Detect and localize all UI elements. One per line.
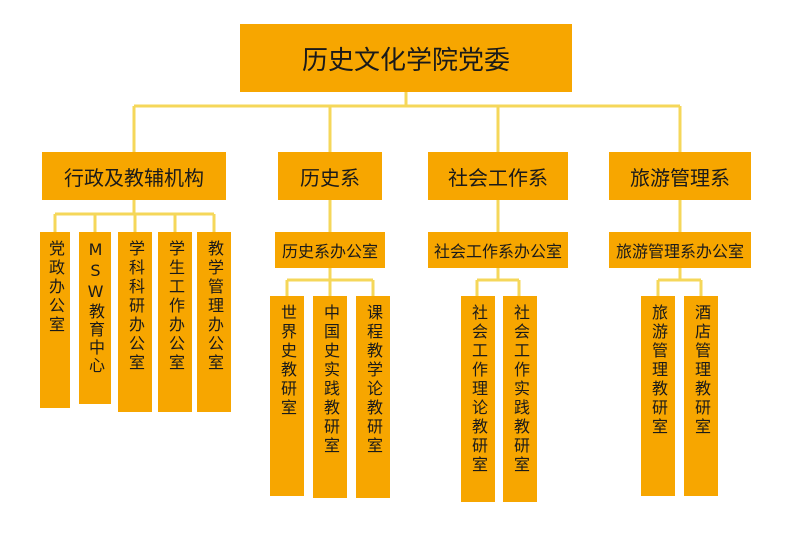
dept-admin: 行政及教辅机构 <box>42 152 226 200</box>
dept-history: 历史系 <box>278 152 382 200</box>
dept-tourism: 旅游管理系 <box>609 152 751 200</box>
leaf-tourism-mgmt: 旅游管理教研室 <box>641 296 675 496</box>
leaf-sw-practice: 社会工作实践教研室 <box>503 296 537 502</box>
leaf-sw-theory: 社会工作理论教研室 <box>461 296 495 502</box>
leaf-party-office: 党政办公室 <box>40 232 70 408</box>
leaf-teaching-office: 教学管理办公室 <box>197 232 231 412</box>
office-tourism: 旅游管理系办公室 <box>609 232 751 268</box>
leaf-chinese-history: 中国史实践教研室 <box>313 296 347 498</box>
root-node: 历史文化学院党委 <box>240 24 572 92</box>
leaf-hotel-mgmt: 酒店管理教研室 <box>684 296 718 496</box>
leaf-world-history: 世界史教研室 <box>270 296 304 496</box>
leaf-student-office: 学生工作办公室 <box>158 232 192 412</box>
office-social-work: 社会工作系办公室 <box>428 232 568 268</box>
dept-social-work: 社会工作系 <box>428 152 568 200</box>
leaf-research-office: 学科科研办公室 <box>118 232 152 412</box>
leaf-curriculum: 课程教学论教研室 <box>356 296 390 498</box>
office-history: 历史系办公室 <box>275 232 385 268</box>
leaf-msw-center: MSW教育中心 <box>79 232 111 404</box>
